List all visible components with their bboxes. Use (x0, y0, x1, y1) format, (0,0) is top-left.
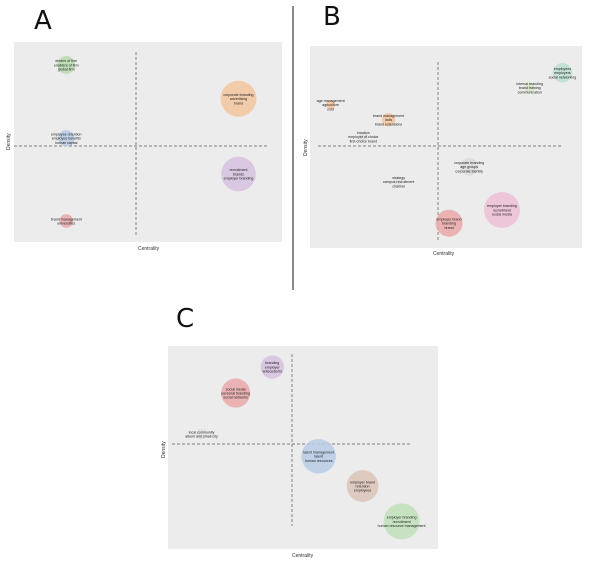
bubble-label: brand (444, 226, 453, 230)
bubble-label: social media (492, 213, 512, 217)
bubble-label: brand management (373, 114, 404, 118)
bubble-label: emotion (357, 131, 370, 135)
bubble-label: employer branding (487, 204, 517, 208)
bubble-label: human capital (55, 141, 78, 145)
bubble-label: universities (57, 221, 75, 225)
panel-letter-c: C (176, 304, 195, 334)
bubble-a-0 (57, 56, 76, 74)
bubble-label: human resources (305, 459, 333, 463)
bubble-label: brand management (51, 217, 82, 221)
bubble-label: employees (554, 67, 572, 71)
bubble-a-2 (58, 130, 75, 147)
bubble-a-4 (59, 214, 74, 228)
bubble-label: communication (518, 90, 542, 94)
bubble-c-5 (383, 503, 420, 540)
bubble-label: global firm (58, 68, 75, 72)
bubble-label: employer branding (387, 516, 417, 520)
bubble-b-6 (394, 177, 404, 187)
x-axis-title-c: Centrality (292, 553, 314, 559)
bubble-label: drivers of firm (55, 59, 77, 63)
bubble-c-4 (346, 470, 379, 502)
bubble-label: corporate branding (223, 93, 253, 97)
bubble-label: talent (314, 455, 323, 459)
bubble-b-2 (326, 100, 336, 110)
bubble-label: recruitment (493, 208, 511, 212)
bubble-label: employer of choice (348, 135, 378, 139)
bubble-label: local community (189, 430, 215, 434)
bubble-label: personal branding (221, 391, 250, 395)
bubble-label: cold (327, 107, 334, 111)
bubble-a-3 (221, 156, 256, 192)
bubble-label: employer (265, 365, 281, 369)
bubble-label: campus recruitment (383, 180, 415, 184)
bubble-label: employee retention (51, 132, 82, 136)
bubble-label: age management (317, 99, 345, 103)
bubble-label: social media (226, 387, 246, 391)
bubble-label: dolls (385, 118, 393, 122)
bubble-label: brand extensions (375, 122, 403, 126)
bubble-label: enablers of firm (54, 63, 79, 67)
panel-divider (292, 6, 294, 290)
x-axis-title-b: Centrality (433, 251, 455, 257)
bubble-label: employees (354, 489, 372, 493)
bubble-label: antecedents (262, 370, 282, 374)
bubble-label: talent management (303, 451, 334, 455)
bubble-c-1 (221, 378, 251, 408)
bubble-b-5 (460, 157, 479, 176)
bubble-label: album and small city (185, 434, 218, 438)
bubble-label: recruitment (229, 168, 247, 172)
bubble-label: brand training (519, 86, 541, 90)
bubble-label: employer brand (350, 480, 375, 484)
bubble-label: agriculture (322, 103, 339, 107)
panel-letter-b: B (323, 2, 341, 32)
bubble-label: strategy (392, 176, 405, 180)
bubble-label: brands (233, 172, 244, 176)
bubble-label: employer branding (224, 177, 254, 181)
bubble-b-7 (483, 192, 520, 229)
panel-letter-a: A (34, 6, 52, 36)
x-axis-title-a: Centrality (138, 246, 160, 252)
bubble-c-2 (196, 428, 207, 440)
bubble-c-3 (301, 439, 336, 474)
bubble-b-0 (552, 63, 573, 83)
bubble-label: human resource management (378, 524, 426, 528)
bubble-a-1 (220, 80, 257, 117)
bubble-label: branding (442, 222, 456, 226)
bubble-label: retention (356, 484, 370, 488)
bubble-label: employer brand (437, 217, 462, 221)
bubble-label: corporate branding (454, 161, 484, 165)
bubble-b-4 (358, 132, 368, 142)
bubble-label: social networking (549, 75, 577, 79)
bubble-label: first-choice brand (350, 139, 378, 143)
bubble-label: employers (554, 71, 571, 75)
bubble-c-0 (260, 355, 284, 379)
bubble-label: recruitment (393, 520, 411, 524)
bubble-label: advertising (230, 97, 247, 101)
bubble-label: branding (265, 361, 279, 365)
bubble-label: brand (234, 101, 243, 105)
bubble-b-3 (381, 113, 396, 127)
bubble-b-1 (524, 82, 535, 94)
bubble-label: employee benefits (52, 137, 81, 141)
bubble-b-8 (435, 209, 463, 237)
bubble-label: social networks (223, 396, 248, 400)
bubble-label: corporate identity (455, 169, 483, 173)
plot-area-a (14, 42, 282, 242)
bubble-label: internal branding (516, 82, 543, 86)
bubble-label: channel (392, 184, 405, 188)
bubble-label: age groups (460, 165, 478, 169)
